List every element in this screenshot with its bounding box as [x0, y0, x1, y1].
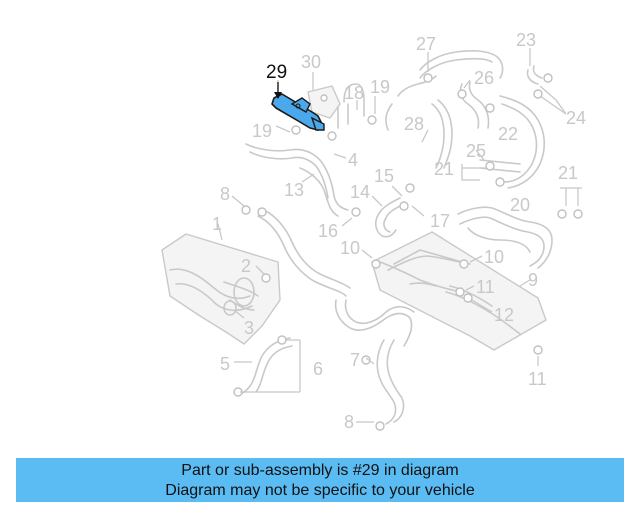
label-18: 18: [344, 83, 364, 103]
callout-labels: 1 2 3 4 5 6 7 8 8 9 10 10 11 11 12 13 14…: [212, 30, 586, 432]
label-2: 2: [241, 256, 251, 276]
label-6: 6: [313, 359, 323, 379]
label-13: 13: [284, 180, 304, 200]
label-14: 14: [350, 182, 370, 202]
label-19-left: 19: [252, 121, 272, 141]
label-16: 16: [318, 221, 338, 241]
label-22: 22: [498, 124, 518, 144]
label-1: 1: [212, 214, 222, 234]
info-banner: Part or sub-assembly is #29 in diagram D…: [16, 458, 624, 502]
label-23: 23: [516, 30, 536, 50]
banner-disclaimer-line: Diagram may not be specific to your vehi…: [165, 482, 475, 499]
label-27: 27: [416, 34, 436, 54]
label-21-right: 21: [558, 163, 578, 183]
label-9: 9: [528, 270, 538, 290]
label-7: 7: [350, 350, 360, 370]
parts-diagram: 1 2 3 4 5 6 7 8 8 9 10 10 11 11 12 13 14…: [161, 30, 586, 432]
label-8-lower: 8: [344, 412, 354, 432]
label-30: 30: [301, 52, 321, 72]
label-5: 5: [220, 354, 230, 374]
label-19-upper: 19: [370, 77, 390, 97]
label-4: 4: [348, 150, 358, 170]
label-26: 26: [474, 68, 494, 88]
label-21-middle: 21: [434, 159, 454, 179]
label-24: 24: [566, 108, 586, 128]
hose-lines: [233, 50, 553, 425]
label-17: 17: [430, 211, 450, 231]
label-8-upper: 8: [220, 184, 230, 204]
part-30-bracket: [307, 85, 341, 119]
label-3: 3: [244, 318, 254, 338]
part-29-pointer-arrow: [274, 82, 282, 99]
label-11-lower: 11: [528, 369, 547, 389]
label-20: 20: [510, 195, 530, 215]
label-25: 25: [466, 141, 486, 161]
part-1-cover-panel: [161, 233, 281, 345]
label-29-highlighted: 29: [266, 62, 287, 83]
label-28: 28: [404, 114, 424, 134]
label-10-right: 10: [484, 247, 504, 267]
leader-lines: [217, 48, 582, 423]
label-15: 15: [374, 166, 394, 186]
label-11-upper: 11: [476, 277, 495, 297]
label-12: 12: [494, 305, 514, 325]
banner-part-line: Part or sub-assembly is #29 in diagram: [181, 462, 459, 479]
part-29-highlighted: [271, 93, 325, 131]
label-10-left: 10: [340, 238, 360, 258]
